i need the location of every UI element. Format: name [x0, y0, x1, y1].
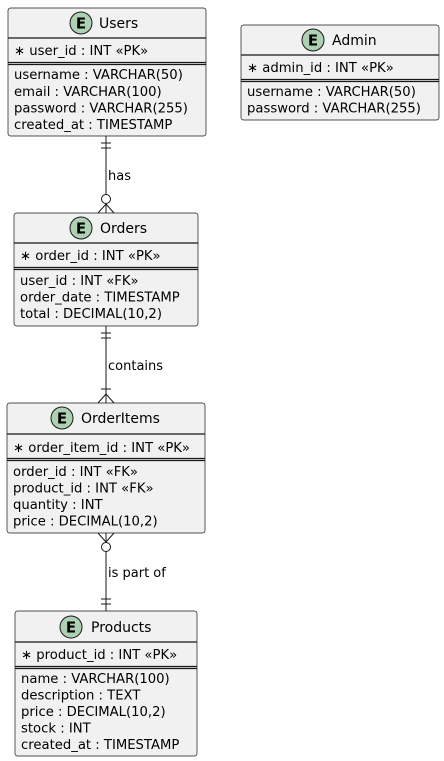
entity-users-attr: username : VARCHAR(50) — [14, 68, 183, 83]
cardinality-zero-marker — [101, 194, 111, 204]
entity-icon: E — [69, 11, 93, 35]
relationship-orders-orderitems[interactable]: contains — [97, 326, 163, 404]
entity-products-attr: description : TEXT — [21, 689, 141, 704]
entity-users-attr: created_at : TIMESTAMP — [14, 118, 172, 133]
entity-products[interactable]: E Products ∗ product_id : INT «PK» name … — [14, 610, 198, 757]
relationship-orderitems-products[interactable]: is part of — [97, 532, 166, 611]
entity-admin-attr: username : VARCHAR(50) — [247, 85, 416, 100]
entity-icon: E — [69, 216, 93, 240]
entity-orders-attr: user_id : INT «FK» — [20, 274, 139, 289]
entity-users-key: ∗ user_id : INT «PK» — [14, 44, 148, 59]
entity-orders-attr: order_date : TIMESTAMP — [20, 291, 180, 306]
entity-orderitems-title: OrderItems — [81, 411, 160, 427]
entity-users-box — [7, 7, 207, 137]
relationship-label: has — [108, 169, 131, 184]
entity-admin-attr: password : VARCHAR(255) — [247, 102, 421, 117]
entity-orderitems-attr: price : DECIMAL(10,2) — [13, 515, 158, 530]
entity-orders[interactable]: E Orders ∗ order_id : INT «PK» user_id :… — [13, 212, 199, 327]
entity-icon: E — [59, 615, 83, 639]
entity-orderitems-key: ∗ order_item_id : INT «PK» — [13, 441, 190, 456]
entity-users-attr: password : VARCHAR(255) — [14, 102, 188, 117]
entity-users-title: Users — [99, 16, 138, 32]
entity-orderitems-attr: order_id : INT «FK» — [13, 465, 138, 480]
entity-orders-key: ∗ order_id : INT «PK» — [20, 249, 161, 264]
entity-admin-key: ∗ admin_id : INT «PK» — [247, 61, 394, 76]
relationship-label: is part of — [108, 566, 166, 581]
entity-products-attr: name : VARCHAR(100) — [21, 672, 170, 687]
entity-orders-attr: total : DECIMAL(10,2) — [20, 307, 162, 322]
svg-text:E: E — [66, 619, 76, 637]
entity-users[interactable]: E Users ∗ user_id : INT «PK» username : … — [7, 7, 207, 137]
entity-orders-title: Orders — [100, 221, 147, 237]
svg-text:E: E — [308, 32, 318, 50]
relationship-users-orders[interactable]: has — [97, 136, 131, 214]
svg-text:E: E — [57, 410, 67, 428]
entity-products-key: ∗ product_id : INT «PK» — [21, 648, 177, 663]
entity-users-attr: email : VARCHAR(100) — [14, 85, 162, 100]
svg-text:E: E — [76, 15, 86, 33]
svg-text:E: E — [76, 220, 86, 238]
entity-products-attr: stock : INT — [21, 722, 92, 737]
entity-products-attr: created_at : TIMESTAMP — [21, 738, 179, 753]
entity-orderitems-attr: product_id : INT «FK» — [13, 482, 154, 497]
entity-products-title: Products — [91, 620, 151, 636]
cardinality-zero-marker — [101, 542, 111, 552]
entity-icon: E — [50, 406, 74, 430]
entity-products-attr: price : DECIMAL(10,2) — [21, 705, 166, 720]
cardinality-many-marker — [97, 393, 115, 404]
entity-admin-title: Admin — [332, 33, 377, 49]
entity-admin[interactable]: E Admin ∗ admin_id : INT «PK» username :… — [240, 24, 440, 121]
entity-icon: E — [301, 28, 325, 52]
entity-orderitems[interactable]: E OrderItems ∗ order_item_id : INT «PK» … — [6, 402, 206, 534]
entity-orderitems-attr: quantity : INT — [13, 498, 104, 513]
relationship-label: contains — [108, 359, 163, 374]
entity-admin-box — [240, 24, 440, 121]
